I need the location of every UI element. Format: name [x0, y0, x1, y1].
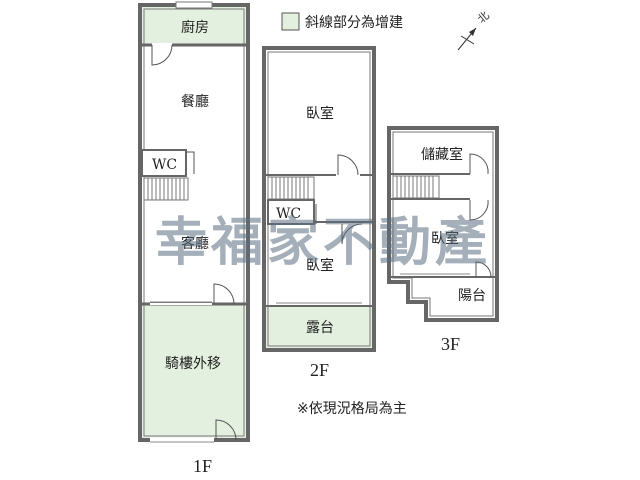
floor-1f: 廚房 餐廳 WC 客廳 騎樓外移 1F: [138, 1, 250, 476]
terrace-extension-fill: [266, 306, 372, 348]
1f-wc-box: [141, 149, 187, 177]
arcade-extension-fill: [142, 304, 246, 438]
north-arrow-icon: 北: [457, 9, 492, 51]
room-storage: 儲藏室: [421, 146, 463, 163]
kitchen-extension-fill: [142, 7, 246, 45]
room-3f-bedroom: 臥室: [431, 230, 459, 247]
floor-label-1f: 1F: [193, 456, 212, 476]
legend-swatch: [281, 12, 300, 31]
layout-note: ※依現況格局為主: [297, 401, 407, 417]
compass-label: 北: [475, 9, 492, 26]
legend-text: 斜線部分為增建: [305, 15, 403, 31]
floor-3f: 儲藏室 臥室 陽台 3F: [387, 126, 499, 354]
2f-wc-box: [267, 199, 315, 225]
1f-top-window: [175, 1, 213, 9]
floor-label-3f: 3F: [441, 334, 460, 354]
3f-bedroom-door-swing: [469, 199, 489, 221]
watermark: 幸福家不動產: [155, 213, 491, 273]
room-2f-wc: WC: [276, 206, 301, 222]
room-2f-bedroom-bottom: 臥室: [306, 257, 334, 274]
room-balcony: 陽台: [458, 288, 486, 304]
room-1f-wc: WC: [152, 157, 177, 173]
room-kitchen: 廚房: [181, 19, 209, 36]
2f-bedroom-door-swing: [341, 223, 363, 245]
1f-inner-wall-line: [143, 8, 245, 437]
kitchen-door-swing: [151, 44, 173, 66]
room-2f-bedroom-top: 臥室: [306, 105, 334, 122]
floor-label-2f: 2F: [310, 360, 329, 380]
2f-stairs: [267, 176, 315, 200]
room-dining: 餐廳: [181, 93, 209, 110]
balcony-door-swing: [475, 261, 492, 278]
storage-door-swing: [469, 153, 489, 175]
entrance-door-swing: [215, 419, 237, 441]
room-arcade: 騎樓外移: [165, 356, 221, 372]
room-living: 客廳: [181, 235, 209, 252]
1f-wc-door-swing: [186, 151, 195, 174]
2f-outer-wall: [262, 46, 376, 352]
3f-outer-wall: [387, 126, 499, 322]
2f-top-bedroom-door-swing: [337, 154, 359, 176]
3f-stairs: [392, 175, 440, 199]
living-door-swing: [213, 283, 235, 305]
room-terrace: 露台: [306, 320, 334, 336]
1f-stairs: [143, 177, 189, 201]
floor-2f: 臥室 WC 臥室 露台 2F: [262, 46, 376, 380]
